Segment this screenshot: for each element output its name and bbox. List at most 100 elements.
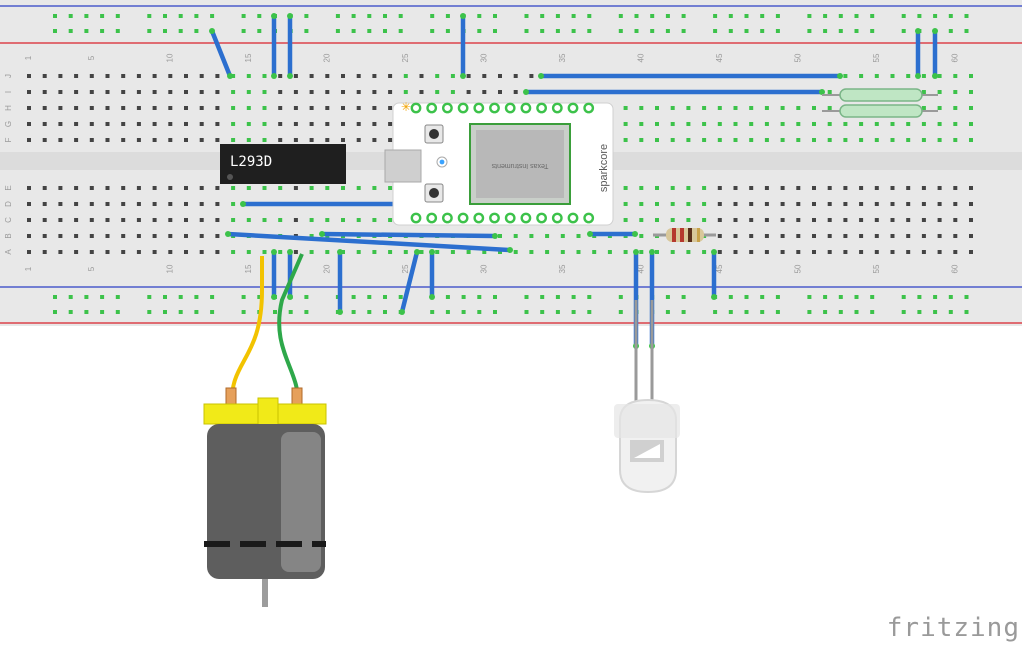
wire-end — [819, 89, 825, 95]
wire-end — [633, 249, 639, 255]
reed-switch[interactable] — [822, 88, 938, 118]
row-letter: C — [4, 217, 13, 223]
header-pin — [520, 212, 532, 224]
column-number-bottom: 1 — [24, 266, 33, 271]
wire-end — [915, 73, 921, 79]
fritzing-watermark: fritzing — [886, 613, 1020, 643]
column-number-bottom: 20 — [322, 264, 331, 273]
wire-end — [271, 294, 277, 300]
wire-end — [507, 247, 513, 253]
header-pin — [489, 212, 500, 224]
wire-end — [209, 28, 215, 34]
column-number-top: 20 — [322, 53, 331, 62]
wire-end — [271, 13, 277, 19]
jumper-wire — [399, 249, 420, 315]
header-pin — [473, 212, 485, 224]
column-number-top: 15 — [244, 53, 253, 62]
header-pin — [551, 102, 563, 114]
jumper-wire — [225, 231, 513, 253]
header-pin — [410, 212, 422, 224]
header-pin — [551, 212, 563, 224]
wire-end — [460, 13, 466, 19]
wire-end — [711, 249, 717, 255]
wire-end — [287, 13, 293, 19]
row-letter: A — [4, 249, 13, 255]
header-pin — [457, 102, 469, 114]
column-number-top: 45 — [715, 53, 724, 62]
column-number-bottom: 25 — [401, 264, 410, 273]
column-number-top: 55 — [872, 53, 881, 62]
header-pin — [536, 102, 547, 114]
led[interactable] — [614, 300, 680, 494]
header-pin — [504, 102, 516, 114]
jumper-wire — [319, 231, 498, 239]
column-number-top: 50 — [793, 53, 802, 62]
wire-end — [429, 249, 435, 255]
column-number-top: 30 — [479, 53, 488, 62]
usb-port — [384, 149, 422, 183]
resistor[interactable] — [653, 228, 716, 242]
wire-end — [225, 231, 231, 237]
header-pin — [410, 102, 422, 114]
wire-end — [287, 249, 293, 255]
wire-end — [429, 294, 435, 300]
header-pin — [441, 212, 453, 224]
column-number-bottom: 50 — [793, 264, 802, 273]
chip-label: L293D — [230, 154, 272, 170]
column-number-bottom: 45 — [715, 264, 724, 273]
wire-end — [632, 231, 638, 237]
wire-end — [538, 73, 544, 79]
sparkcore-board[interactable]: Texas Instruments ✳ sparkcore — [384, 100, 614, 226]
wire-end — [837, 73, 843, 79]
row-letter: H — [4, 105, 13, 111]
column-number-bottom: 55 — [872, 264, 881, 273]
header-pin — [567, 212, 579, 224]
wire-end — [271, 73, 277, 79]
column-number-top: 10 — [165, 53, 174, 62]
header-pin — [567, 102, 579, 114]
column-number-top: 1 — [24, 55, 33, 60]
column-number-top: 35 — [558, 53, 567, 62]
wire-end — [399, 309, 405, 315]
components: L293D Texas Instruments ✳ sparkcore — [203, 88, 938, 607]
header-pin — [426, 212, 438, 224]
column-number-top: 5 — [87, 55, 96, 60]
header-pin — [583, 212, 595, 224]
breadboard: 1155101015152020252530303535404045455050… — [0, 0, 1022, 326]
wire-end — [287, 294, 293, 300]
row-letter: B — [4, 233, 13, 238]
wire-end — [271, 249, 277, 255]
header-pin — [457, 212, 469, 224]
jumper-wire — [209, 28, 233, 79]
column-number-top: 40 — [636, 53, 645, 62]
row-letter: J — [4, 74, 13, 78]
row-letter: D — [4, 201, 13, 207]
wire-end — [523, 89, 529, 95]
wire-end — [711, 294, 717, 300]
wire-end — [337, 309, 343, 315]
column-number-bottom: 30 — [479, 264, 488, 273]
wire-end — [932, 73, 938, 79]
wire-end — [287, 73, 293, 79]
wire-end — [337, 249, 343, 255]
wire-end — [240, 201, 246, 207]
wire-end — [319, 231, 325, 237]
column-number-bottom: 40 — [636, 264, 645, 273]
l293d-chip[interactable]: L293D — [220, 144, 346, 184]
column-number-bottom: 15 — [244, 264, 253, 273]
row-letter: I — [4, 91, 13, 93]
column-number-bottom: 5 — [87, 266, 96, 271]
header-pin — [520, 102, 532, 114]
dc-motor[interactable] — [203, 253, 327, 607]
column-number-bottom: 10 — [165, 264, 174, 273]
wire-end — [414, 249, 420, 255]
column-number-top: 25 — [401, 53, 410, 62]
wire-end — [649, 249, 655, 255]
row-letter: F — [4, 137, 13, 142]
sparkcore-label: sparkcore — [598, 144, 610, 192]
wire-end — [932, 28, 938, 34]
header-pin — [473, 102, 485, 114]
header-pin — [536, 212, 547, 224]
row-letter: G — [4, 121, 13, 127]
